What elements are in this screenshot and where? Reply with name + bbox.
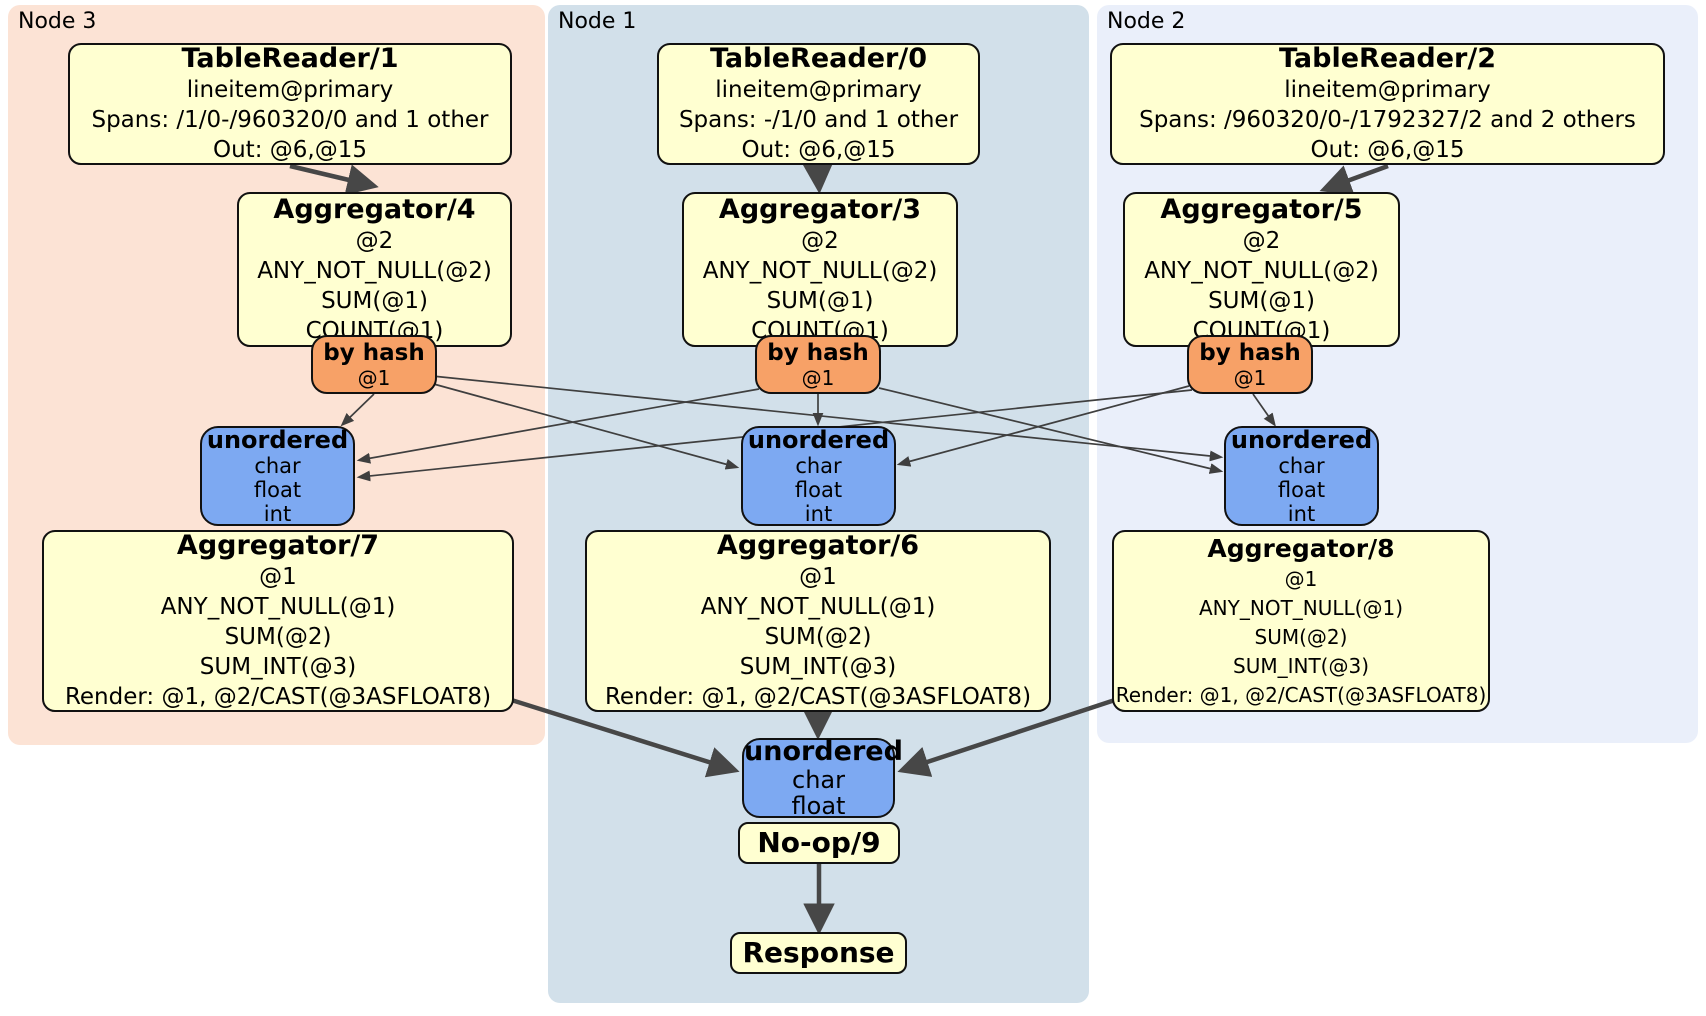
unordered-sync-node2: unordered char float int <box>1224 426 1379 526</box>
edge-tablereader0-to-aggregator3 <box>802 161 834 194</box>
hash-router-node1: by hash @1 <box>755 335 881 394</box>
box-title: Aggregator/3 <box>718 193 922 225</box>
aggregator-7-box: Aggregator/7 @1 ANY_NOT_NULL(@1) SUM(@2)… <box>42 530 514 712</box>
aggregator-8-box: Aggregator/8 @1 ANY_NOT_NULL(@1) SUM(@2)… <box>1112 530 1490 712</box>
hash-router-node2: by hash @1 <box>1187 335 1313 394</box>
aggregator-5-box: Aggregator/5 @2 ANY_NOT_NULL(@2) SUM(@1)… <box>1123 192 1400 347</box>
tablereader-0-box: TableReader/0 lineitem@primary Spans: -/… <box>657 43 980 165</box>
node2-label: Node 2 <box>1107 9 1186 34</box>
box-title: unordered <box>1230 426 1373 454</box>
box-title: unordered <box>747 426 890 454</box>
tablereader-2-box: TableReader/2 lineitem@primary Spans: /9… <box>1110 43 1665 165</box>
box-title: TableReader/0 <box>710 43 927 74</box>
edge-hash3-to-sync2 <box>431 375 1224 462</box>
response-box: Response <box>730 932 907 974</box>
node3-label: Node 3 <box>18 9 97 34</box>
aggregator-4-box: Aggregator/4 @2 ANY_NOT_NULL(@2) SUM(@1)… <box>237 192 512 347</box>
edge-aggregator7-to-final-sync <box>504 695 740 778</box>
node1-label: Node 1 <box>558 9 637 34</box>
edge-hash1-to-sync3 <box>356 388 760 464</box>
box-title: TableReader/2 <box>1279 43 1496 74</box>
box-title: by hash <box>767 339 869 366</box>
unordered-sync-node1: unordered char float int <box>741 426 896 526</box>
box-title: Aggregator/7 <box>176 530 380 561</box>
aggregator-6-box: Aggregator/6 @1 ANY_NOT_NULL(@1) SUM(@2)… <box>585 530 1051 712</box>
edge-hash3-to-sync1 <box>429 382 740 470</box>
box-title: Aggregator/6 <box>716 530 920 561</box>
edge-hash2-to-sync2 <box>1252 393 1276 427</box>
edge-aggregator8-to-final-sync <box>897 695 1122 777</box>
box-title: Aggregator/4 <box>273 193 476 225</box>
box-title: No-op/9 <box>757 826 881 859</box>
box-title: TableReader/1 <box>181 43 399 74</box>
tablereader-1-box: TableReader/1 lineitem@primary Spans: /1… <box>68 43 512 165</box>
box-title: Aggregator/5 <box>1160 193 1363 225</box>
unordered-sync-node3: unordered char float int <box>200 426 355 526</box>
edge-tablereader2-to-aggregator5 <box>1319 163 1389 196</box>
box-title: unordered <box>744 736 903 767</box>
edge-hash1-to-sync2 <box>878 387 1224 474</box>
box-title: by hash <box>1199 339 1301 366</box>
hash-router-node3: by hash @1 <box>311 335 437 394</box>
box-title: Response <box>742 936 895 969</box>
aggregator-3-box: Aggregator/3 @2 ANY_NOT_NULL(@2) SUM(@1)… <box>682 192 958 347</box>
edge-hash2-to-sync1 <box>896 385 1190 467</box>
box-title: unordered <box>206 426 349 454</box>
box-title: by hash <box>323 339 425 366</box>
edge-hash3-to-sync3 <box>340 393 375 427</box>
box-title: Aggregator/8 <box>1207 533 1395 563</box>
unordered-sync-final: unordered char float <box>742 736 903 820</box>
edge-tablereader1-to-aggregator4 <box>289 163 379 196</box>
noop-box: No-op/9 <box>738 822 900 864</box>
